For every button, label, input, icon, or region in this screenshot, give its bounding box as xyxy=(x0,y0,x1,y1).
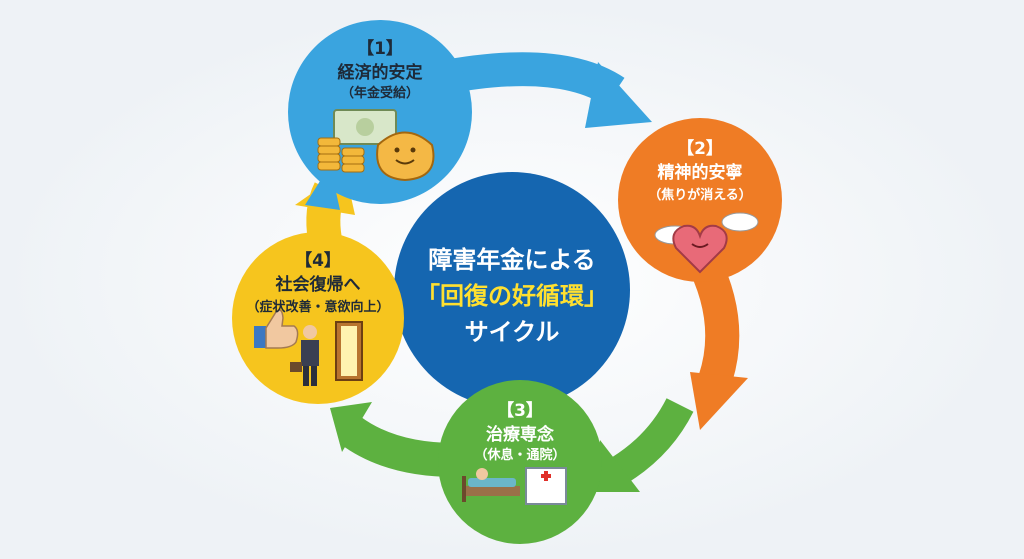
step3-number: 【3】 xyxy=(497,401,543,421)
step2-circle xyxy=(618,118,782,282)
money-coins-icon xyxy=(317,109,397,173)
step4-subtitle: （症状改善・意欲向上） xyxy=(246,300,390,315)
center-title-line3: サイクル xyxy=(464,318,560,346)
smiling-purse-icon xyxy=(376,131,435,182)
hospital-bed-icon xyxy=(462,467,567,505)
step1-number: 【1】 xyxy=(357,39,403,59)
businessman-door-icon xyxy=(290,321,363,386)
step3-subtitle: （休息・通院） xyxy=(474,448,566,463)
step2-title: 精神的安寧 xyxy=(657,163,743,183)
arrow-green-right-into-circle xyxy=(590,398,694,492)
thumbs-up-icon xyxy=(254,309,299,349)
step3-title: 治療専念 xyxy=(486,425,554,445)
arrow-blue-to-orange xyxy=(436,52,652,128)
step1-subtitle: （年金受給） xyxy=(340,86,419,101)
step1-title: 経済的安定 xyxy=(337,63,423,83)
center-title-line1: 障害年金による xyxy=(428,246,596,274)
step2-subtitle: （焦りが消える） xyxy=(648,188,752,203)
step4-number: 【4】 xyxy=(295,251,341,271)
center-title-line2: 「回復の好循環」 xyxy=(416,282,608,310)
heart-cloud-icon xyxy=(654,212,759,274)
center-circle xyxy=(394,172,630,408)
step2-number: 【2】 xyxy=(677,139,723,159)
step4-title: 社会復帰へ xyxy=(275,275,361,295)
